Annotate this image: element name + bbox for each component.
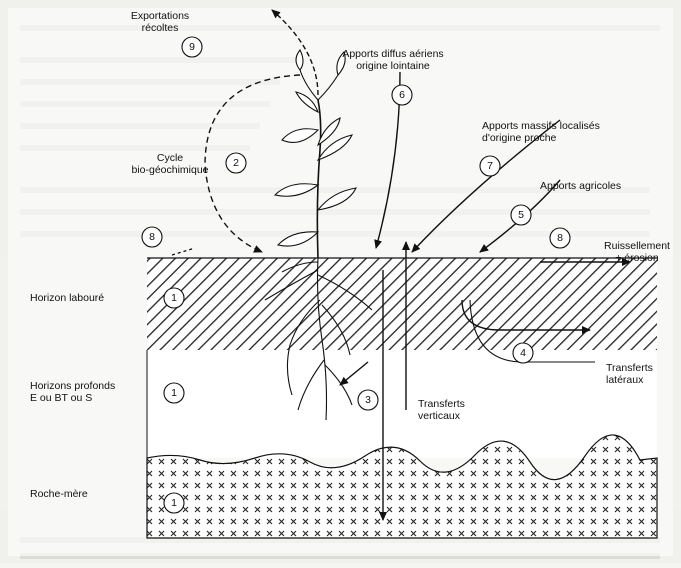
marker-1-profond: 1 [166, 387, 182, 399]
label-horizons-profonds: Horizons profonds E ou BT ou S [30, 380, 145, 404]
horizons-profonds-layer [147, 350, 657, 458]
label-apports-diffus: Apports diffus aériens origine lointaine [318, 48, 468, 72]
marker-5: 5 [513, 209, 529, 221]
marker-9: 9 [184, 41, 200, 53]
label-exportations: Exportations récoltes [100, 10, 220, 34]
label-transferts-verticaux: Transferts verticaux [418, 398, 508, 422]
marker-6: 6 [394, 89, 410, 101]
label-apports-massifs: Apports massifs localisés d'origine proc… [482, 120, 652, 144]
label-ruissellement: Ruissellement + érosion [596, 240, 678, 264]
marker-8-left: 8 [144, 231, 160, 243]
marker-2: 2 [228, 157, 244, 169]
marker-1-labour: 1 [166, 292, 182, 304]
marker-8-right: 8 [552, 232, 568, 244]
label-apports-agricoles: Apports agricoles [540, 180, 660, 192]
marker-4: 4 [515, 347, 531, 359]
label-roche-mere: Roche-mère [30, 488, 140, 500]
label-transferts-lateraux: Transferts latéraux [606, 362, 676, 386]
label-horizon-laboure: Horizon labouré [30, 292, 140, 304]
marker-3: 3 [360, 394, 376, 406]
marker-7: 7 [482, 160, 498, 172]
horizon-laboure-layer [147, 258, 657, 350]
marker-1-roche: 1 [166, 497, 182, 509]
label-cycle: Cycle bio-géochimique [120, 152, 220, 176]
